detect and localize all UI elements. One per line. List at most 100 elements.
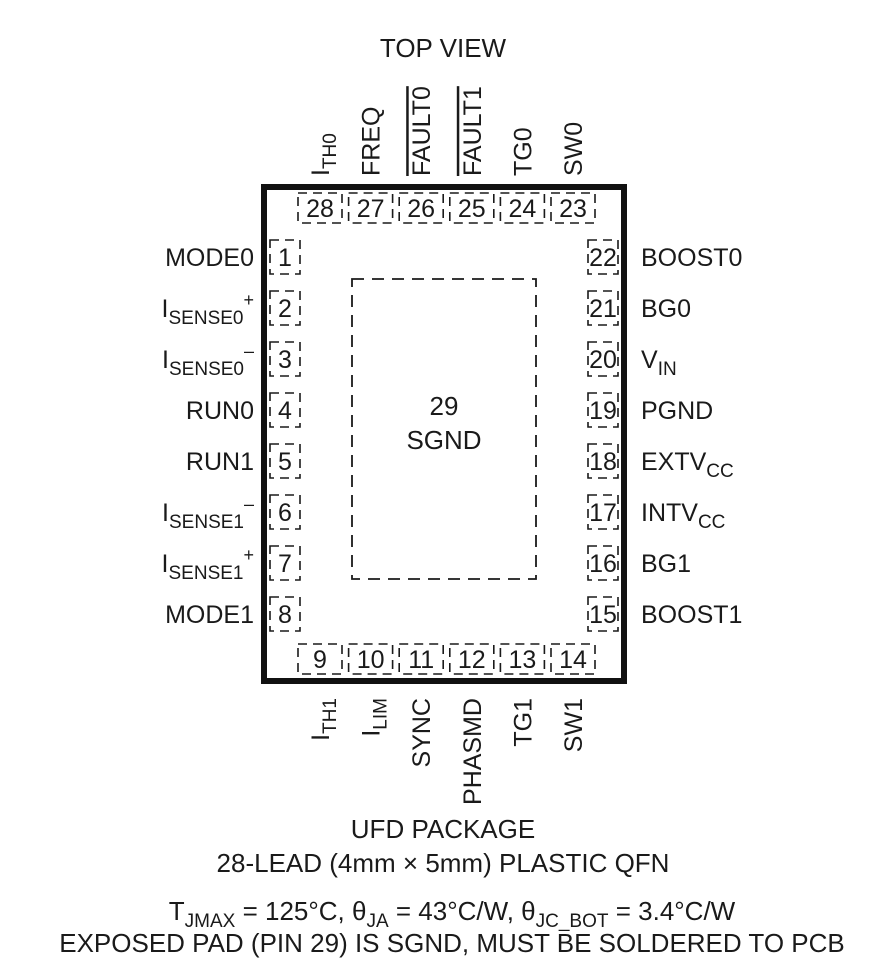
pin-pad-9 (297, 643, 343, 675)
pin-pad-28 (297, 192, 343, 224)
pin-number: 18 (589, 448, 617, 476)
package-name: UFD PACKAGE (351, 814, 535, 844)
exposed-pad-outline (351, 278, 537, 580)
thermal-spec: TJMAX = 125°C, θJA = 43°C/W, θJC_BOT = 3… (169, 896, 736, 932)
pin-number: 15 (589, 601, 617, 629)
package-description: 28-LEAD (4mm × 5mm) PLASTIC QFN (217, 848, 670, 878)
pin-number: 20 (589, 346, 617, 374)
pin-pad-19 (587, 392, 619, 428)
pin-pad-3 (269, 341, 301, 377)
pin-label-fault0: FAULT0 (408, 86, 436, 176)
exposed-pad-note: EXPOSED PAD (PIN 29) IS SGND, MUST BE SO… (59, 928, 845, 958)
pin-pad-8 (269, 596, 301, 632)
pin-pad-22 (587, 239, 619, 275)
pin-number: 25 (458, 195, 486, 223)
pin-label-sw0: SW0 (560, 122, 588, 176)
pin-number: 10 (357, 646, 385, 674)
pin-12: 12 (448, 643, 495, 675)
pin-9: 9 (297, 643, 343, 675)
pin-15: 15 (587, 596, 619, 632)
pin-pad-23 (550, 192, 596, 224)
pin-2: 2 (269, 290, 301, 326)
pin-26: 26 (398, 192, 445, 224)
pin-pad-18 (587, 443, 619, 479)
pin-label-isense1: ISENSE1+ (162, 545, 254, 584)
pin-number: 23 (559, 195, 587, 223)
pin-5: 5 (269, 443, 301, 479)
pin-number: 6 (278, 499, 292, 527)
pin-label-sync: SYNC (408, 698, 436, 767)
pin-label-extvcc: EXTVCC (641, 448, 734, 482)
pin-number: 22 (589, 244, 617, 272)
pin-pad-1 (269, 239, 301, 275)
pin-pad-26 (398, 192, 445, 224)
pin-pad-25 (448, 192, 495, 224)
pin-14: 14 (550, 643, 596, 675)
pin-label-isense1: ISENSE1– (162, 494, 254, 533)
pin-number: 12 (458, 646, 486, 674)
pin-number: 24 (508, 195, 536, 223)
pin-label-tg1: TG1 (509, 698, 537, 747)
pin-8: 8 (269, 596, 301, 632)
pin-label-sw1: SW1 (560, 698, 588, 752)
pin-21: 21 (587, 290, 619, 326)
pin-20: 20 (587, 341, 619, 377)
pin-number: 3 (278, 346, 292, 374)
pin-number: 28 (306, 195, 334, 223)
pin-label-run1: RUN1 (186, 448, 254, 476)
pin-pad-24 (499, 192, 546, 224)
pin-number: 9 (313, 646, 327, 674)
pin-28: 28 (297, 192, 343, 224)
pin-label-vin: VIN (641, 346, 677, 380)
pin-label-mode0: MODE0 (165, 244, 254, 272)
exposed-pad-name: SGND (406, 425, 481, 455)
pin-label-isense0: ISENSE0– (162, 341, 254, 380)
pin-1: 1 (269, 239, 301, 275)
pin-label-pgnd: PGND (641, 397, 713, 425)
pin-number: 19 (589, 397, 617, 425)
pin-label-ith1: ITH1 (307, 698, 341, 741)
pin-22: 22 (587, 239, 619, 275)
pin-label-ilim: ILIM (358, 698, 392, 737)
pin-23: 23 (550, 192, 596, 224)
pin-number: 4 (278, 397, 292, 425)
pin-pad-6 (269, 494, 301, 530)
pin-pad-2 (269, 290, 301, 326)
pin-label-fault1: FAULT1 (459, 86, 487, 176)
pin-label-ith0: ITH0 (307, 133, 341, 176)
pin-number: 14 (559, 646, 587, 674)
pin-label-intvcc: INTVCC (641, 499, 725, 533)
pin-number: 11 (408, 646, 434, 674)
pin-24: 24 (499, 192, 546, 224)
pin-label-mode1: MODE1 (165, 601, 254, 629)
left-pin-column: 1MODE02ISENSE0+3ISENSE0–4RUN05RUN16ISENS… (162, 239, 301, 632)
pin-11: 11 (398, 643, 445, 675)
pin-10: 10 (347, 643, 394, 675)
pin-pad-10 (347, 643, 394, 675)
pin-pad-5 (269, 443, 301, 479)
pin-pad-13 (499, 643, 546, 675)
pin-number: 17 (589, 499, 617, 527)
pin-number: 27 (357, 195, 385, 223)
pin-18: 18 (587, 443, 619, 479)
pin-label-phasmd: PHASMD (459, 698, 487, 805)
pin-label-boost1: BOOST1 (641, 601, 742, 629)
pin-16: 16 (587, 545, 619, 581)
pin-17: 17 (587, 494, 619, 530)
pin-number: 13 (508, 646, 536, 674)
pin-19: 19 (587, 392, 619, 428)
pin-pad-20 (587, 341, 619, 377)
package-body (261, 184, 627, 684)
pin-number: 8 (278, 601, 292, 629)
pin-pad-21 (587, 290, 619, 326)
pin-27: 27 (347, 192, 394, 224)
pin-6: 6 (269, 494, 301, 530)
pin-label-bg0: BG0 (641, 295, 691, 323)
pin-3: 3 (269, 341, 301, 377)
pin-pad-11 (398, 643, 445, 675)
exposed-pad-number: 29 (430, 391, 459, 421)
pin-number: 7 (278, 550, 292, 578)
